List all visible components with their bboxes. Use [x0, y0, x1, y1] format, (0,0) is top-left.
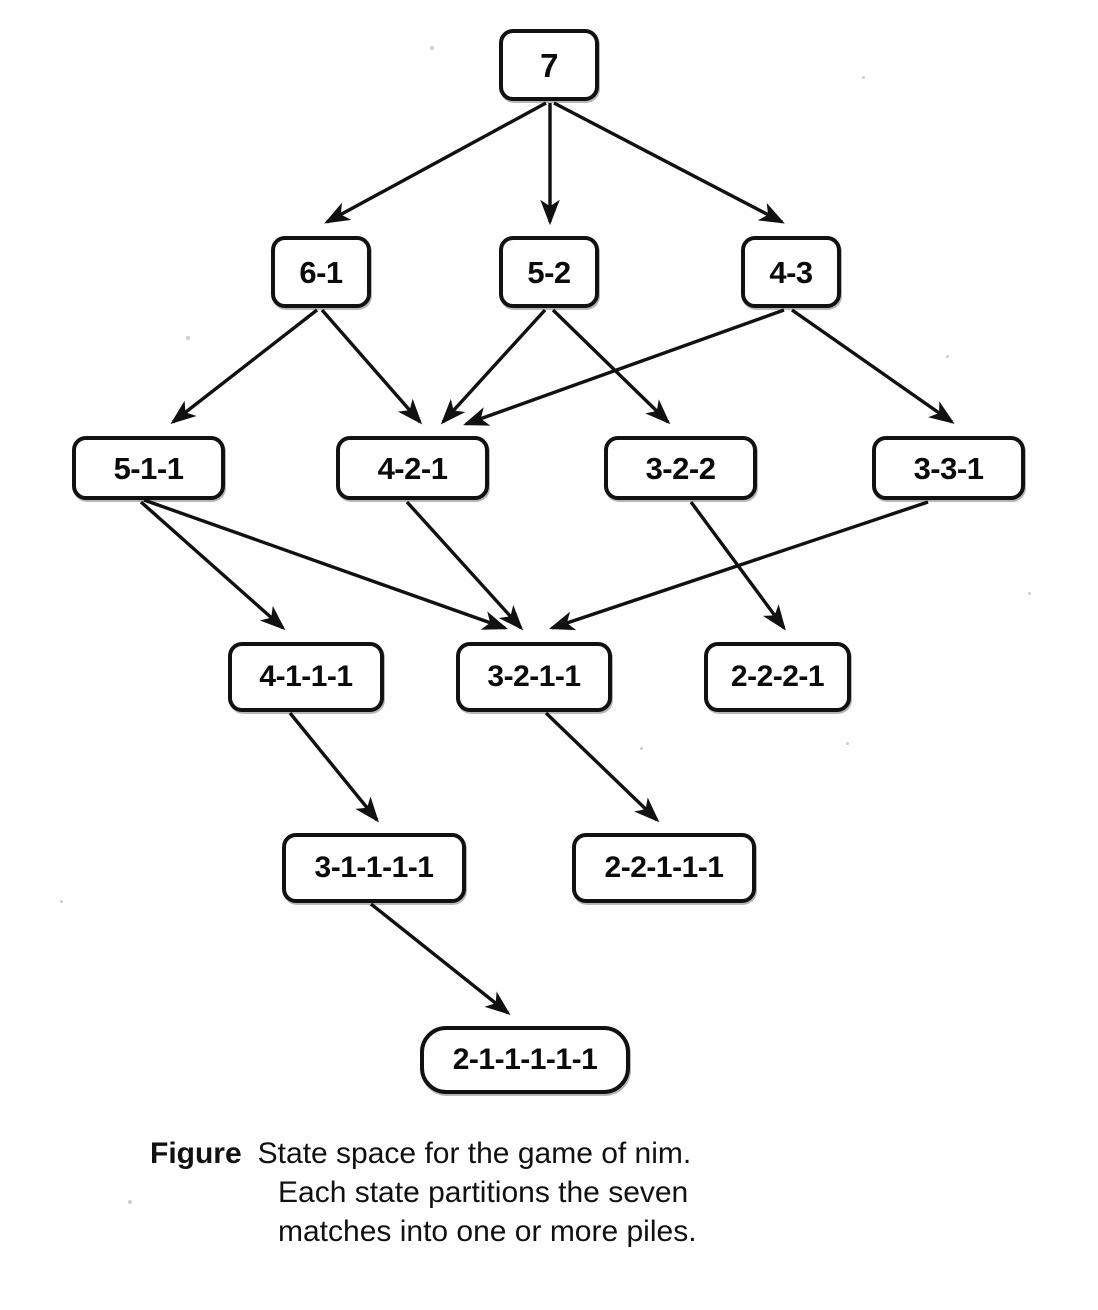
state-node-4-1-1-1[interactable]: 4-1-1-1 [228, 642, 384, 712]
edge-5-2-to-4-2-1 [440, 308, 547, 425]
edge-3-2-2-to-2-2-2-1 [689, 500, 786, 631]
scan-speck [60, 900, 63, 903]
state-node-label: 3-1-1-1-1 [314, 851, 434, 884]
state-node-label: 5-1-1 [113, 450, 184, 486]
state-node-3-2-1-1[interactable]: 3-2-1-1 [456, 642, 612, 712]
scan-speck [1028, 592, 1031, 595]
scan-speck [862, 76, 865, 79]
edge-7-to-6-1 [324, 101, 547, 224]
edge-4-1-1-1-to-3-1-1-1-1 [288, 711, 380, 823]
edge-7-to-4-3 [553, 101, 785, 224]
state-node-6-1[interactable]: 6-1 [271, 236, 371, 308]
scan-speck [128, 1200, 132, 1204]
edge-5-1-1-to-4-1-1-1 [139, 500, 286, 631]
state-node-5-1-1[interactable]: 5-1-1 [72, 436, 225, 500]
state-node-label: 7 [540, 46, 558, 84]
state-node-5-2[interactable]: 5-2 [499, 236, 599, 308]
state-node-label: 5-2 [527, 254, 571, 290]
figure-caption: Figure State space for the game of nim. E… [150, 1134, 950, 1251]
state-node-label: 4-1-1-1 [259, 660, 353, 693]
state-node-label: 4-2-1 [377, 450, 448, 486]
state-node-label: 3-2-1-1 [487, 660, 581, 693]
state-node-2-1-1-1-1-1[interactable]: 2-1-1-1-1-1 [420, 1026, 630, 1094]
state-node-label: 6-1 [299, 254, 343, 290]
edge-5-2-to-3-2-2 [551, 308, 671, 425]
edge-6-1-to-5-1-1 [170, 308, 319, 424]
edge-3-1-1-1-1-to-2-1-1-1-1-1 [369, 902, 511, 1015]
caption-line-3: matches into one or more piles. [278, 1215, 697, 1248]
state-node-label: 4-3 [769, 254, 813, 290]
state-node-3-3-1[interactable]: 3-3-1 [872, 436, 1025, 500]
scan-speck [186, 336, 190, 340]
state-node-3-2-2[interactable]: 3-2-2 [604, 436, 757, 500]
edge-4-2-1-to-3-2-1-1 [405, 500, 524, 631]
state-node-label: 3-2-2 [645, 450, 716, 486]
state-node-4-3[interactable]: 4-3 [741, 236, 841, 308]
state-node-label: 3-3-1 [913, 450, 984, 486]
scan-speck [640, 747, 643, 750]
state-node-4-2-1[interactable]: 4-2-1 [336, 436, 489, 500]
state-node-label: 2-2-1-1-1 [604, 851, 724, 884]
state-node-2-2-2-1[interactable]: 2-2-2-1 [704, 642, 851, 712]
caption-text-1: State space for the game of nim. [257, 1137, 692, 1170]
scan-speck [846, 742, 849, 745]
edge-3-2-1-1-to-2-2-1-1-1 [544, 711, 660, 823]
edge-4-3-to-4-2-1 [462, 308, 785, 426]
caption-figure-label: Figure [150, 1137, 242, 1170]
scan-speck [946, 355, 949, 358]
state-node-label: 2-2-2-1 [730, 660, 825, 693]
state-node-3-1-1-1-1[interactable]: 3-1-1-1-1 [282, 833, 466, 903]
edge-5-1-1-to-3-2-1-1 [143, 498, 509, 630]
state-node-7[interactable]: 7 [499, 29, 599, 101]
state-node-2-2-1-1-1[interactable]: 2-2-1-1-1 [572, 833, 756, 903]
edge-4-3-to-3-3-1 [791, 308, 955, 424]
scan-speck [430, 46, 434, 50]
edge-3-3-1-to-3-2-1-1 [548, 500, 929, 631]
caption-line-1: Figure State space for the game of nim. [150, 1134, 950, 1173]
caption-line-2: Each state partitions the seven [278, 1176, 689, 1209]
state-node-label: 2-1-1-1-1-1 [452, 1043, 598, 1076]
edge-6-1-to-4-2-1 [320, 308, 423, 425]
